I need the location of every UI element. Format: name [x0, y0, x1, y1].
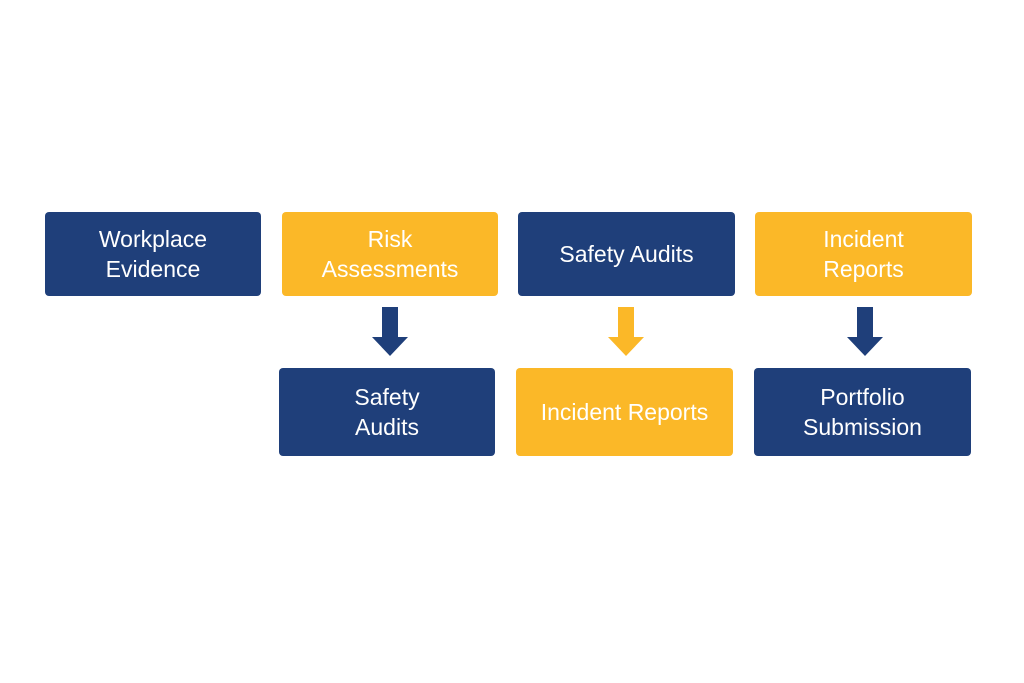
arrow-down-3 — [847, 307, 883, 356]
node-risk-assessments: Risk Assessments — [282, 212, 498, 296]
node-label: Incident Reports — [540, 399, 709, 425]
node-safety-audits-top: Safety Audits — [518, 212, 735, 296]
node-workplace-evidence: Workplace Evidence — [45, 212, 261, 296]
node-portfolio-submission: Portfolio Submission — [754, 368, 971, 456]
arrow-down-2 — [608, 307, 644, 356]
node-label: Portfolio Submission — [803, 384, 922, 440]
node-label: Risk Assessments — [321, 226, 459, 282]
node-label: Safety Audits — [559, 241, 694, 267]
node-safety-audits-bottom: Safety Audits — [279, 368, 495, 456]
node-label: Workplace Evidence — [98, 226, 208, 282]
node-incident-reports-top: Incident Reports — [755, 212, 972, 296]
arrow-down-1 — [372, 307, 408, 356]
node-label: Incident Reports — [823, 226, 904, 282]
node-incident-reports-bottom: Incident Reports — [516, 368, 733, 456]
node-label: Safety Audits — [354, 384, 420, 440]
